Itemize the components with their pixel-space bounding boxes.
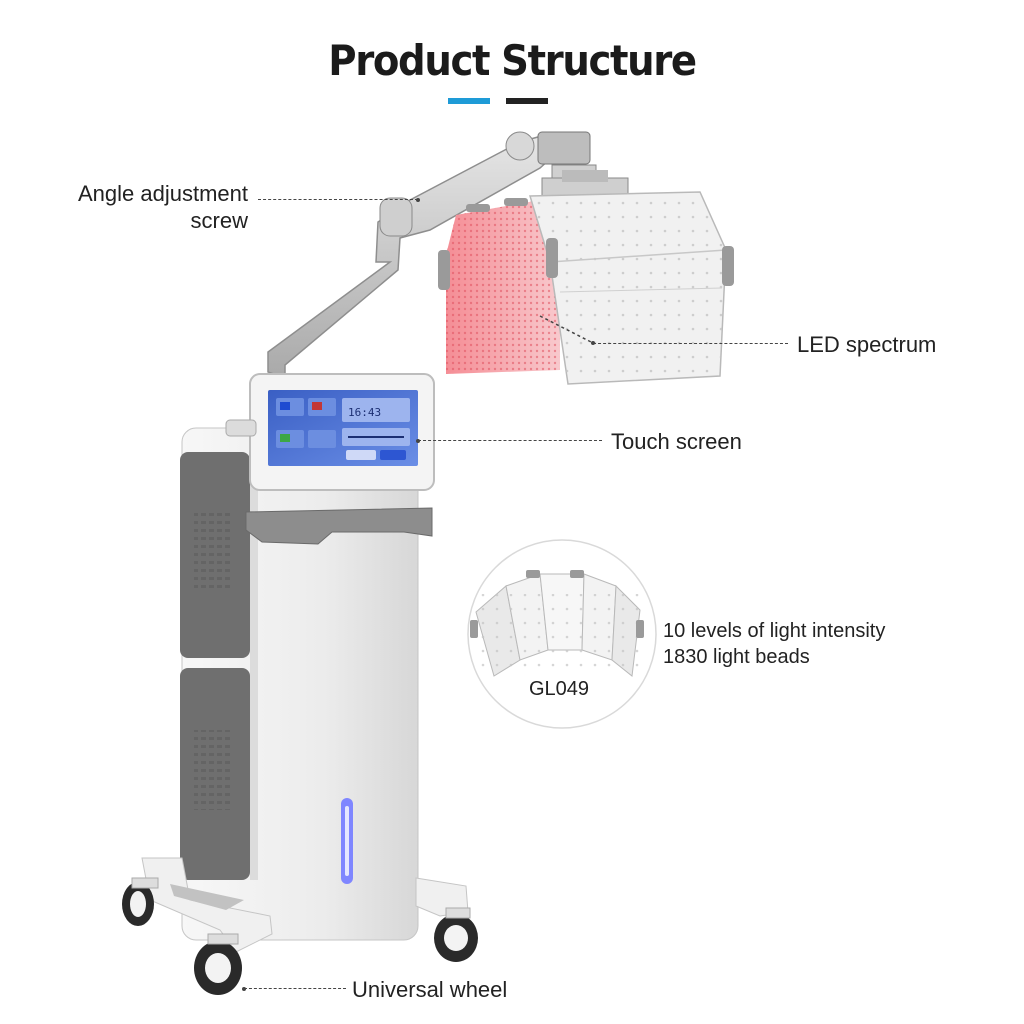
main-cabinet	[180, 427, 433, 941]
title-underline-dark	[506, 98, 548, 104]
leader-led-spectrum	[593, 343, 788, 344]
articulated-arm	[267, 131, 597, 380]
callout-angle-adjustment: Angle adjustment screw	[30, 180, 248, 234]
inset-specs: 10 levels of light intensity 1830 light …	[663, 618, 885, 670]
leader-universal-wheel	[244, 988, 346, 989]
wheel-back-left	[122, 877, 159, 926]
screen-time: 16:43	[348, 406, 381, 419]
inset-model-label: GL049	[529, 678, 590, 700]
touch-screen-unit: 16:43	[225, 373, 435, 491]
spec-intensity: 10 levels of light intensity	[663, 620, 886, 642]
title-underline-accent	[448, 98, 490, 104]
wheel-front-left	[194, 933, 242, 995]
page-title: Product Structure	[328, 36, 697, 85]
leader-touch-screen	[418, 440, 602, 441]
callout-touch-screen: Touch screen	[611, 429, 742, 454]
wheel-front-right	[434, 907, 478, 962]
spec-beads: 1830 light beads	[663, 646, 810, 668]
callout-universal-wheel: Universal wheel	[352, 977, 508, 1002]
callout-angle-line2: screw	[190, 208, 248, 233]
led-head	[438, 170, 734, 385]
leader-angle-screw	[258, 199, 418, 200]
inset-led-panel	[467, 539, 657, 729]
base-wheels	[122, 857, 478, 995]
callout-angle-line1: Angle adjustment	[78, 181, 248, 206]
callout-led-spectrum: LED spectrum	[797, 332, 937, 357]
